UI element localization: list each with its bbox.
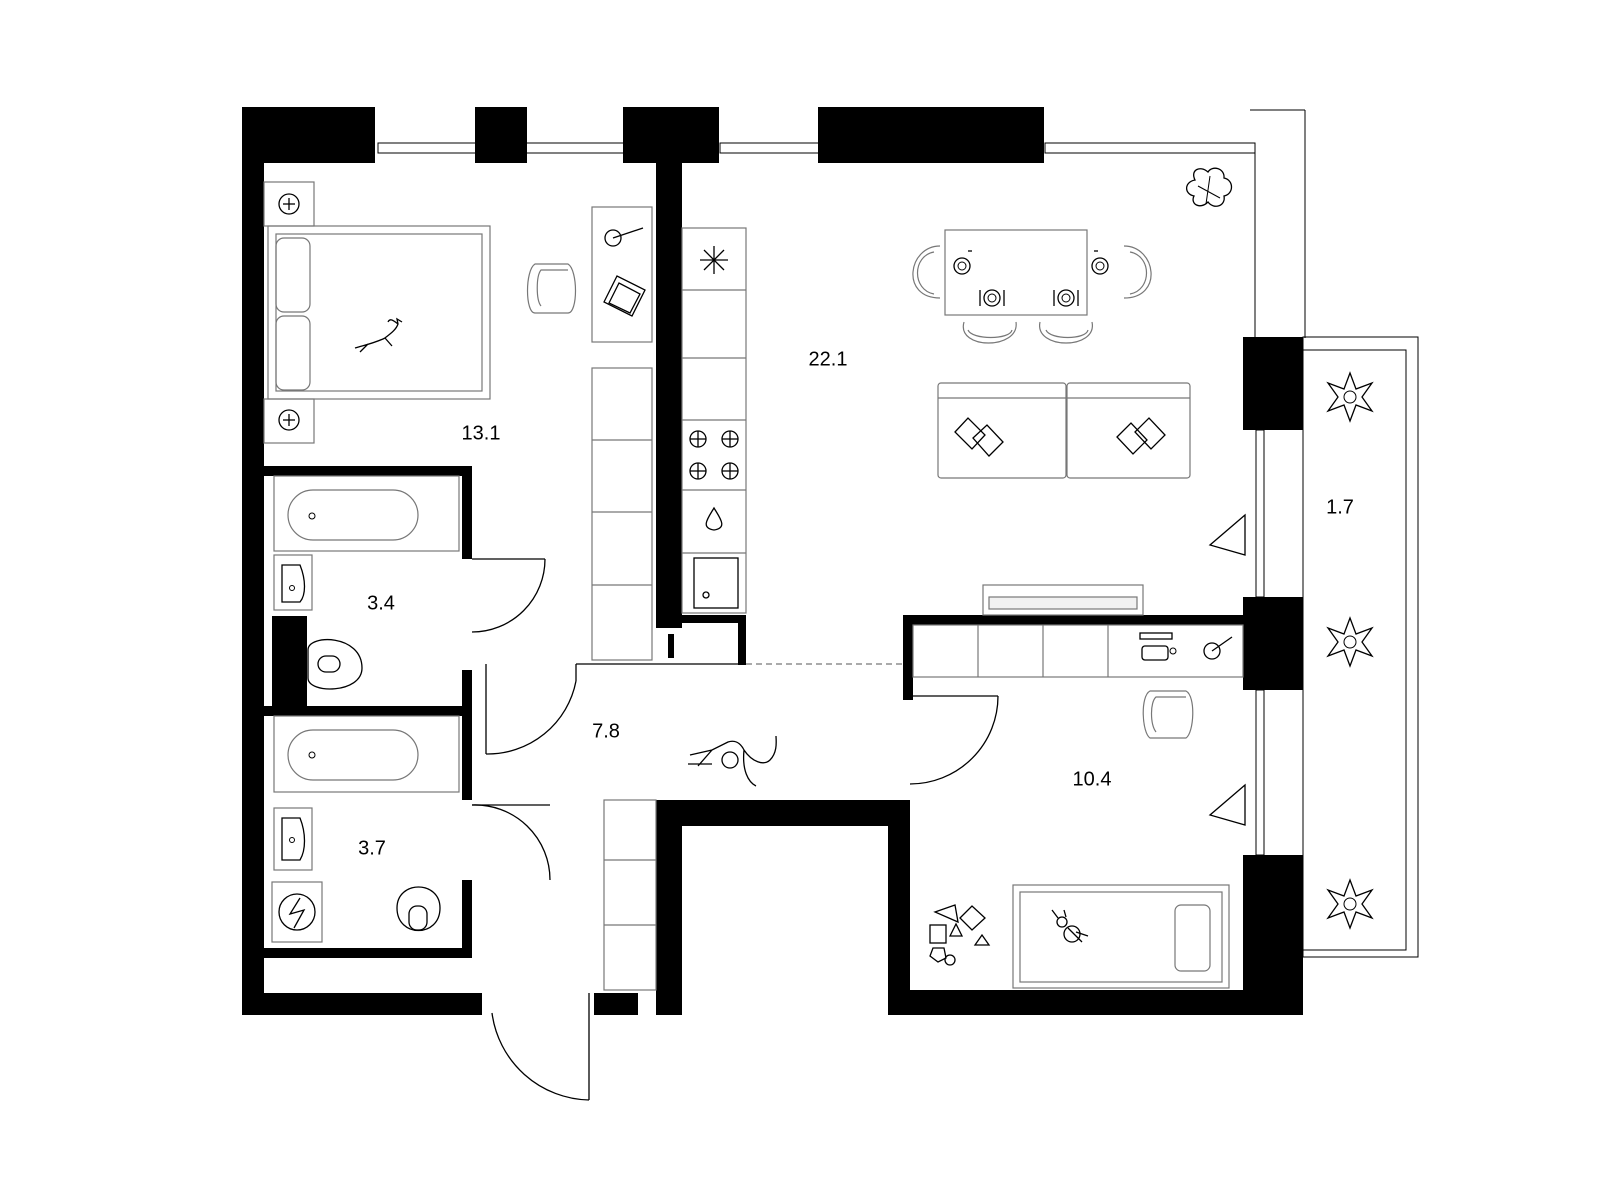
windows bbox=[377, 109, 1306, 856]
dining-chairs bbox=[912, 245, 1152, 344]
bedroom-area-label: 13.1 bbox=[461, 422, 501, 445]
laptop-icon bbox=[603, 275, 646, 317]
plant-icon bbox=[1326, 616, 1374, 668]
kids-desk-chair bbox=[1142, 690, 1194, 739]
single-bed bbox=[1012, 884, 1230, 989]
cat-icon bbox=[354, 317, 403, 353]
kids-room-area-label: 10.4 bbox=[1072, 768, 1112, 791]
toys-blocks-icon bbox=[929, 904, 991, 966]
bathroom-2-area-label: 3.7 bbox=[358, 837, 386, 860]
place-settings bbox=[953, 250, 1109, 307]
water-drop-icon bbox=[705, 506, 723, 531]
balcony bbox=[1302, 336, 1419, 958]
plant-icon bbox=[1326, 878, 1374, 930]
walls bbox=[242, 107, 1303, 1015]
fridge-snowflake-icon bbox=[700, 246, 728, 274]
hall-wardrobe bbox=[603, 799, 657, 991]
kitchen-sink-icon bbox=[693, 557, 739, 609]
sink-1-icon bbox=[273, 554, 313, 611]
toilet-1-icon bbox=[307, 639, 363, 690]
cushion-icon bbox=[954, 417, 1166, 457]
sink-2-icon bbox=[273, 807, 313, 871]
balcony-area-label: 1.7 bbox=[1326, 496, 1354, 519]
bathroom-1-area-label: 3.4 bbox=[367, 592, 395, 615]
toy-bunny-icon bbox=[1051, 909, 1089, 943]
desk-bedroom bbox=[591, 206, 653, 343]
balcony-plants bbox=[1326, 371, 1374, 930]
wardrobe bbox=[591, 367, 653, 661]
dog-icon bbox=[688, 735, 777, 787]
desk-chair-bedroom bbox=[526, 263, 577, 314]
kitchen-counter bbox=[681, 227, 747, 614]
bathtub-2 bbox=[273, 715, 460, 793]
washing-machine-icon bbox=[271, 881, 323, 943]
doors bbox=[471, 513, 1246, 1101]
living-kitchen-area-label: 22.1 bbox=[808, 348, 848, 371]
bed-double bbox=[267, 225, 491, 400]
sofa-double bbox=[937, 382, 1191, 479]
plant-living-icon bbox=[1185, 167, 1233, 207]
nightstand-lamp-top bbox=[263, 181, 315, 227]
kids-desk bbox=[912, 624, 1244, 678]
hallway-area-label: 7.8 bbox=[592, 720, 620, 743]
stove-icon bbox=[689, 430, 739, 480]
dining-table bbox=[944, 229, 1088, 316]
tv-stand bbox=[982, 584, 1144, 616]
nightstand-lamp-bottom bbox=[263, 398, 315, 444]
plant-icon bbox=[1326, 371, 1374, 423]
toilet-2-icon bbox=[396, 886, 441, 931]
bathtub-1 bbox=[273, 475, 460, 552]
